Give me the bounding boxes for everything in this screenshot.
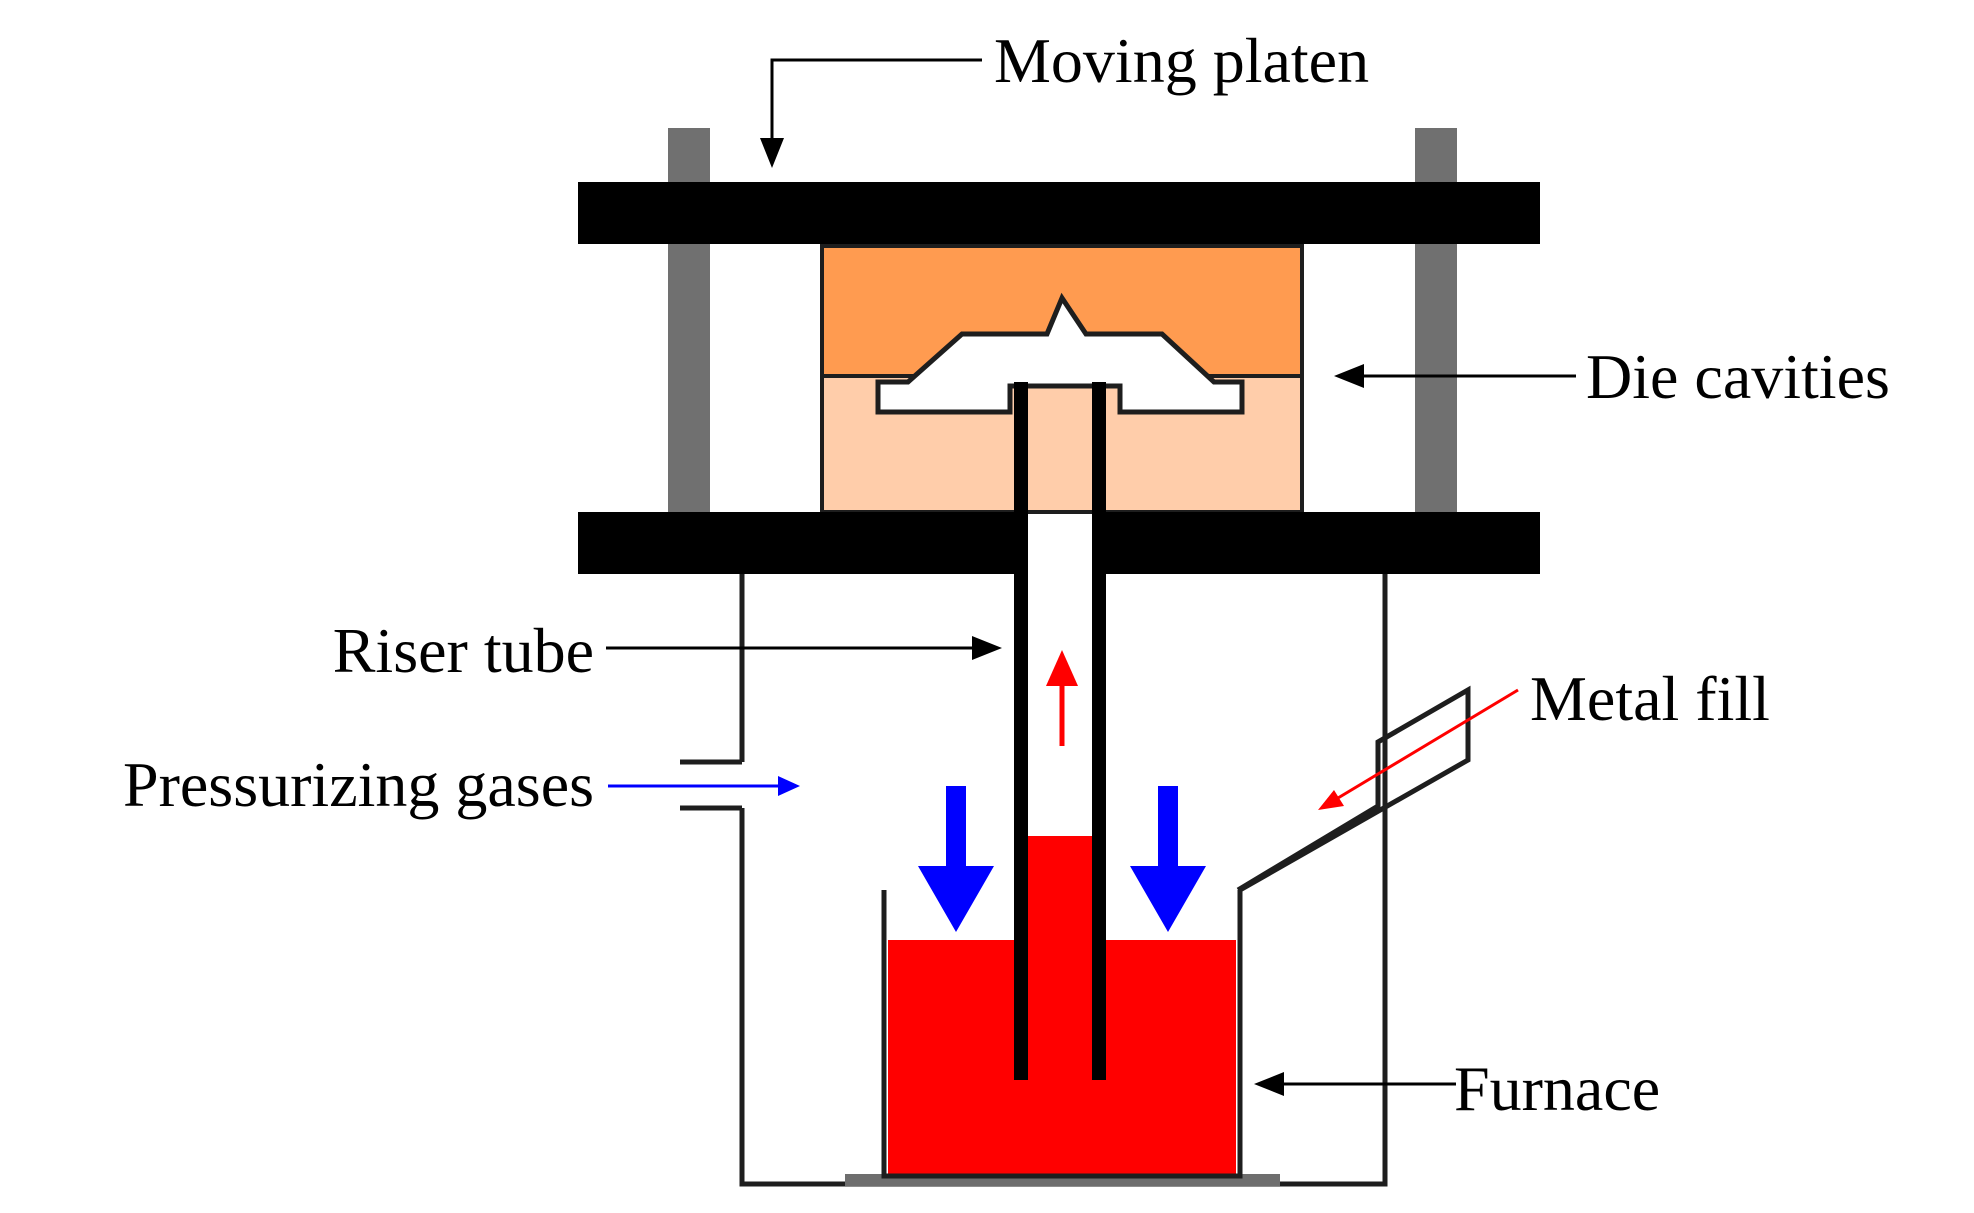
riser-tube-leader-head bbox=[972, 636, 1002, 660]
die-cavities-leader-head bbox=[1334, 364, 1364, 388]
label-furnace: Furnace bbox=[1454, 1053, 1660, 1124]
gas-flow-arrowhead bbox=[778, 776, 800, 796]
metal-rise-arrowhead bbox=[1046, 650, 1078, 686]
gas-pressure-arrow-right bbox=[1130, 786, 1206, 932]
moving-platen-leader bbox=[770, 58, 982, 140]
die-cavity bbox=[875, 292, 1245, 415]
furnace-leader-head bbox=[1254, 1072, 1284, 1096]
moving-platen bbox=[578, 182, 1540, 244]
metal-fill-arrowhead bbox=[1318, 790, 1344, 810]
gas-pressure-arrow-left bbox=[918, 786, 994, 932]
riser-tube-wall-right bbox=[1092, 382, 1106, 1080]
metal-fill-arrow-line bbox=[1337, 688, 1519, 800]
fixed-platen-right bbox=[1106, 512, 1540, 574]
label-die-cavities: Die cavities bbox=[1586, 341, 1890, 412]
fixed-platen-left bbox=[578, 512, 1018, 574]
label-moving-platen: Moving platen bbox=[994, 25, 1369, 96]
label-metal-fill: Metal fill bbox=[1530, 663, 1770, 734]
molten-metal-riser bbox=[1028, 836, 1092, 946]
moving-platen-leader-head bbox=[760, 138, 784, 168]
molten-metal-pool bbox=[888, 940, 1236, 1174]
riser-tube-wall-left bbox=[1014, 382, 1028, 1080]
label-pressurizing-gases: Pressurizing gases bbox=[123, 749, 594, 820]
label-riser-tube: Riser tube bbox=[333, 615, 594, 686]
gas-inlet-pipe bbox=[680, 759, 742, 811]
metal-fill-chute bbox=[1236, 685, 1471, 1176]
